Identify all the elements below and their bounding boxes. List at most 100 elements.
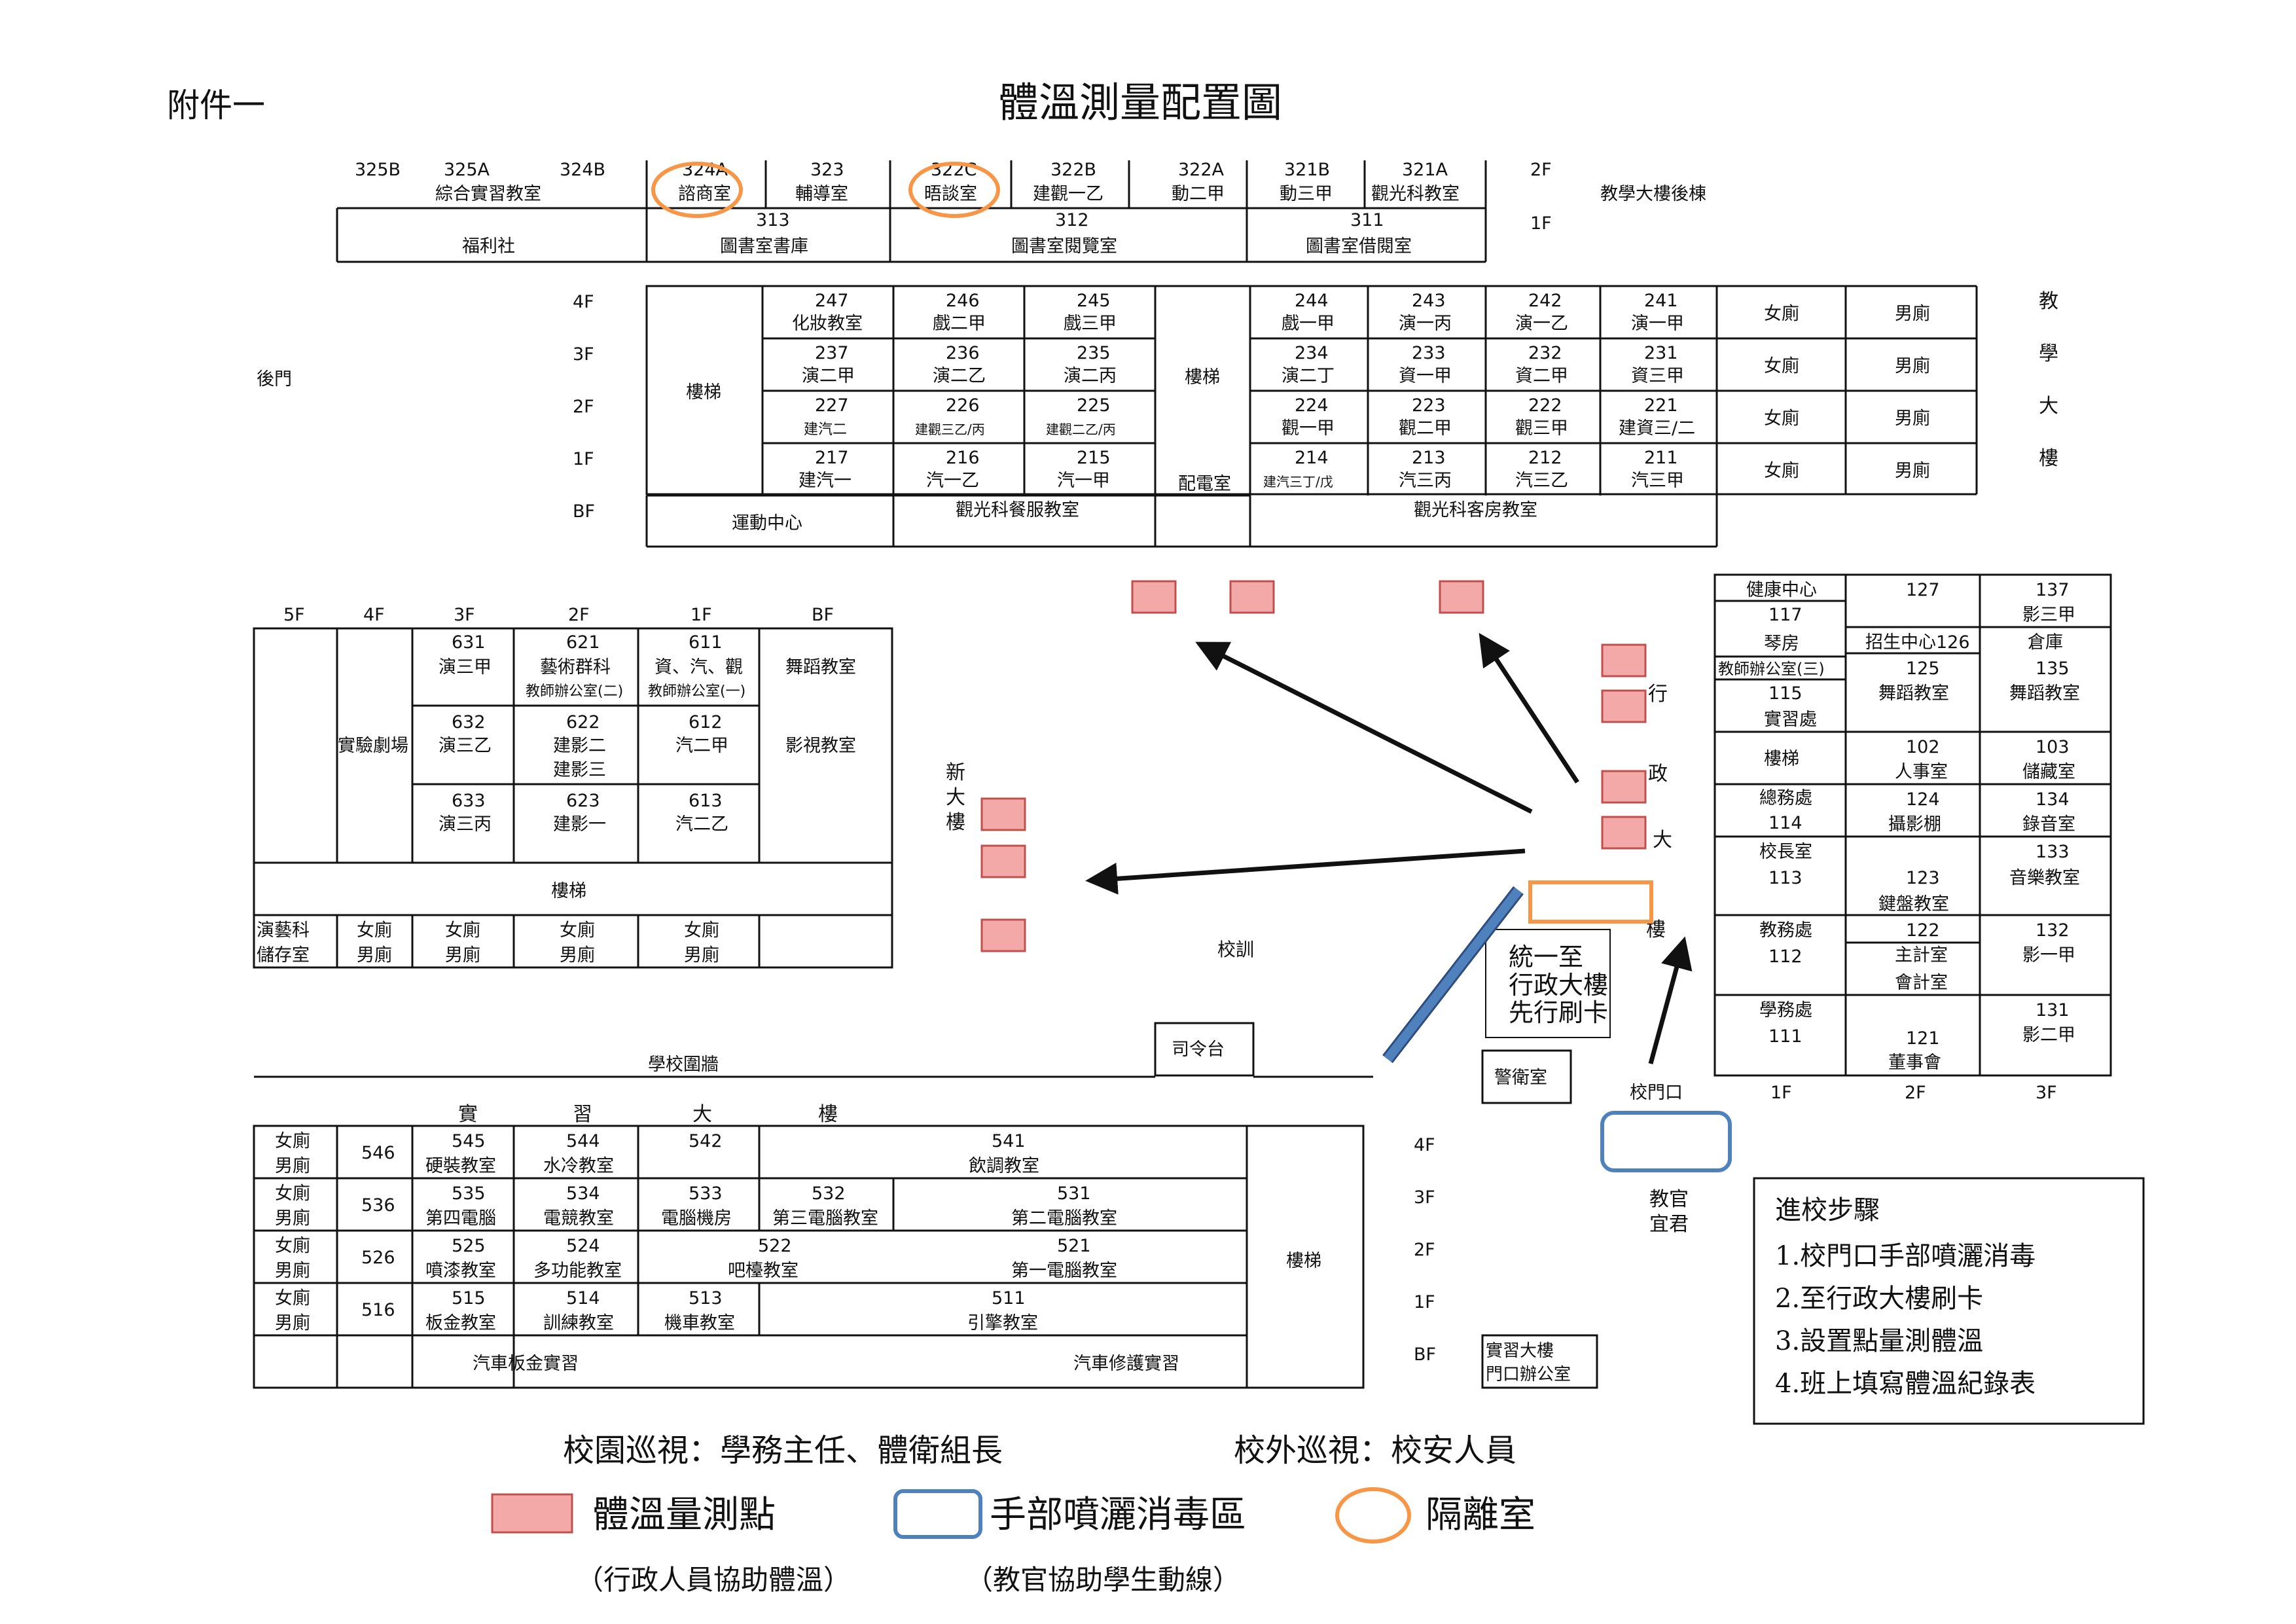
room-number: 511 — [992, 1288, 1026, 1308]
room-name: 攝影棚 — [1888, 814, 1941, 835]
room-name: 演二乙 — [933, 366, 986, 386]
room-name: 舞蹈教室 — [1878, 683, 1949, 704]
building-label: 教學大樓後棟 — [1600, 184, 1706, 204]
room-name: 音樂教室 — [2009, 868, 2080, 888]
step-item: 4.班上填寫體溫紀錄表 — [1775, 1369, 2036, 1399]
dance-room: 舞蹈教室 — [785, 657, 856, 677]
building-label: 實 — [458, 1103, 478, 1126]
female-restroom: 女廁 — [357, 920, 392, 941]
room-name: 演三丙 — [439, 814, 492, 835]
floor-label: BF — [573, 501, 595, 522]
room-name: 汽二乙 — [675, 814, 728, 835]
room-label: 圖書室閱覽室 — [1011, 236, 1117, 257]
room-name: 第四電腦 — [425, 1208, 496, 1229]
room-number: 231 — [1644, 343, 1678, 363]
flow-arrows — [1085, 632, 1693, 1064]
room-number: 612 — [689, 712, 723, 732]
room-number: 216 — [946, 448, 980, 468]
room-number: 515 — [452, 1288, 486, 1308]
teaching-building — [645, 285, 1978, 548]
page-title: 體溫測量配置圖 — [998, 79, 1282, 126]
room-label: 動二甲 — [1172, 184, 1225, 204]
room-number: 631 — [452, 632, 486, 653]
room-name: 影二甲 — [2022, 1025, 2075, 1045]
male-restroom: 男廁 — [275, 1156, 310, 1176]
isolation-room-marker — [908, 162, 1000, 218]
room-name: 影一甲 — [2022, 945, 2075, 965]
room-name: 觀一甲 — [1282, 418, 1335, 439]
storage-room: 儲存室 — [257, 945, 310, 965]
room-label: 圖書室書庫 — [720, 236, 808, 257]
temp-point — [1131, 580, 1177, 614]
left-building — [253, 627, 893, 969]
floor-label: 3F — [1414, 1187, 1435, 1208]
room-name: 建影三 — [553, 760, 606, 780]
room-number: 225 — [1077, 395, 1111, 416]
room-label: 綜合實習教室 — [435, 184, 541, 204]
room-number: 214 — [1295, 448, 1329, 468]
room-321a: 321A — [1402, 160, 1448, 180]
room-number: 544 — [566, 1131, 600, 1151]
room-number: 243 — [1412, 291, 1446, 311]
room-label: 福利社 — [462, 236, 515, 257]
floor-label: 2F — [573, 397, 594, 417]
legend-temp-label: 體溫量測點 — [592, 1494, 776, 1536]
room-number: 542 — [689, 1131, 723, 1151]
room-label: 觀光科客房教室 — [1414, 500, 1537, 520]
room-name: 教師辦公室(三) — [1718, 660, 1825, 678]
room-number: 524 — [566, 1236, 600, 1256]
card-note: 行政大樓 — [1509, 971, 1608, 1000]
room-name: 藝術群科 — [540, 657, 611, 677]
room-name: 董事會 — [1888, 1053, 1941, 1073]
room-number: 522 — [758, 1236, 792, 1256]
male-restroom: 男廁 — [1895, 304, 1930, 324]
room-name: 資三甲 — [1631, 366, 1684, 386]
male-restroom: 男廁 — [275, 1261, 310, 1281]
outside-patrol: 校外巡視：校安人員 — [1234, 1432, 1516, 1469]
stairs-label: 樓梯 — [686, 382, 721, 403]
room-number: 516 — [361, 1300, 395, 1320]
officer-label: 宜君 — [1649, 1213, 1689, 1236]
room-321b: 321B — [1284, 160, 1330, 180]
female-restroom: 女廁 — [275, 1183, 310, 1204]
female-restroom: 女廁 — [560, 920, 595, 941]
room-number: 632 — [452, 712, 486, 732]
room-number: 226 — [946, 395, 980, 416]
room-name: 建汽一 — [798, 471, 852, 491]
room-name: 硬裝教室 — [425, 1156, 496, 1176]
stairs-label: 樓梯 — [1764, 749, 1799, 769]
floor-label: 1F — [1414, 1292, 1435, 1312]
card-note: 先行刷卡 — [1509, 998, 1608, 1027]
steps-box — [1753, 1177, 2145, 1425]
room-name: 訓練教室 — [543, 1313, 614, 1333]
building-label: 樓 — [2039, 447, 2058, 470]
male-restroom: 男廁 — [1895, 356, 1930, 376]
health-center: 健康中心 — [1746, 580, 1817, 600]
admin-building-labels: 健康中心 117 琴房 教師辦公室(三) 115 實習處 樓梯 總務處 114 … — [1718, 580, 2080, 1103]
temp-point — [1229, 580, 1275, 614]
room-number: 611 — [689, 632, 723, 653]
floor-label: 4F — [363, 605, 385, 625]
female-restroom: 女廁 — [275, 1236, 310, 1256]
floor-label: 1F — [691, 605, 712, 625]
officer-label: 教官 — [1649, 1188, 1689, 1211]
room-number: 513 — [689, 1288, 723, 1308]
practice-building — [253, 1125, 1598, 1389]
room-number: 234 — [1295, 343, 1329, 363]
interview-room: 晤談室 — [924, 184, 977, 204]
room-number: 237 — [815, 343, 849, 363]
practice-office: 實習大樓 — [1486, 1341, 1554, 1361]
room-name: 建影二 — [553, 736, 606, 756]
back-building — [336, 160, 1487, 263]
step-item: 2.至行政大樓刷卡 — [1775, 1284, 1983, 1314]
floor-label: 4F — [1414, 1135, 1435, 1155]
room-name: 電腦機房 — [661, 1208, 732, 1229]
room-name: 汽一乙 — [926, 471, 979, 491]
room-number: 235 — [1077, 343, 1111, 363]
teaching-building-labels: 4F 3F 2F 1F BF 樓梯 樓梯 配電室 247 化妝教室 246 戲二… — [257, 290, 2058, 533]
floor-label: 3F — [573, 344, 594, 365]
room-number: 526 — [361, 1248, 395, 1268]
room-name: 戲一甲 — [1282, 314, 1335, 334]
room-number: 533 — [689, 1183, 723, 1204]
